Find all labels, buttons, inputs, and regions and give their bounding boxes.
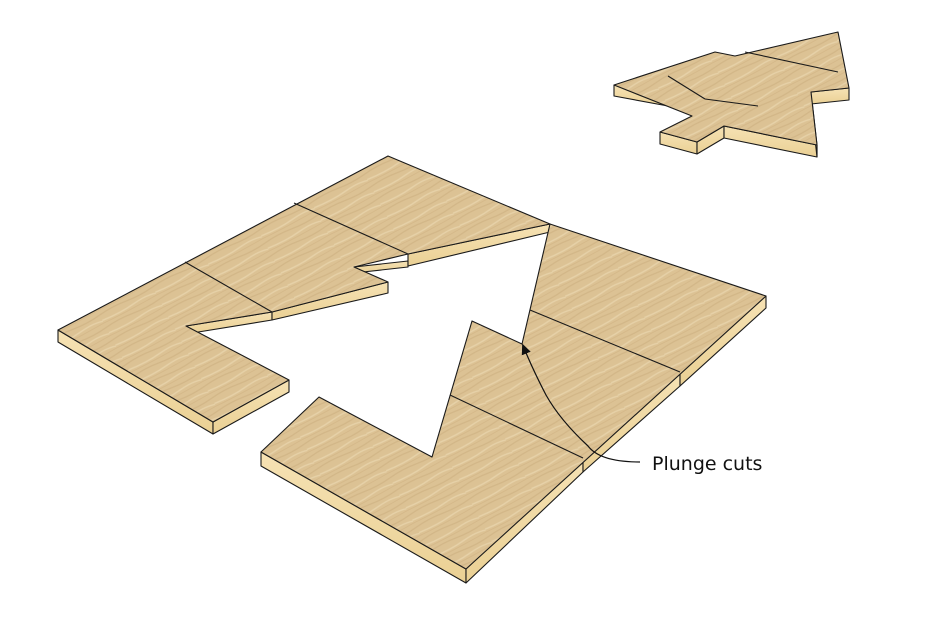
plunge-cuts-callout: Plunge cuts [521, 343, 762, 475]
sheet-right-top-face [260, 223, 767, 570]
sheet-board-seam [293, 202, 409, 255]
callout-leader-line [521, 343, 641, 463]
tree-board-seam [704, 98, 759, 107]
cutout-tree-piece [613, 31, 850, 158]
sheet-left-top-face [57, 155, 551, 423]
tree-board-seam [744, 51, 839, 73]
sheet-board-seam [529, 309, 681, 373]
sheet-board-seam [449, 394, 584, 459]
tree-board-seam [667, 75, 706, 100]
plywood-sheet [57, 155, 767, 584]
tree-top-face [613, 31, 850, 146]
sheet-board-seam [184, 261, 273, 313]
callout-label: Plunge cuts [652, 453, 762, 475]
